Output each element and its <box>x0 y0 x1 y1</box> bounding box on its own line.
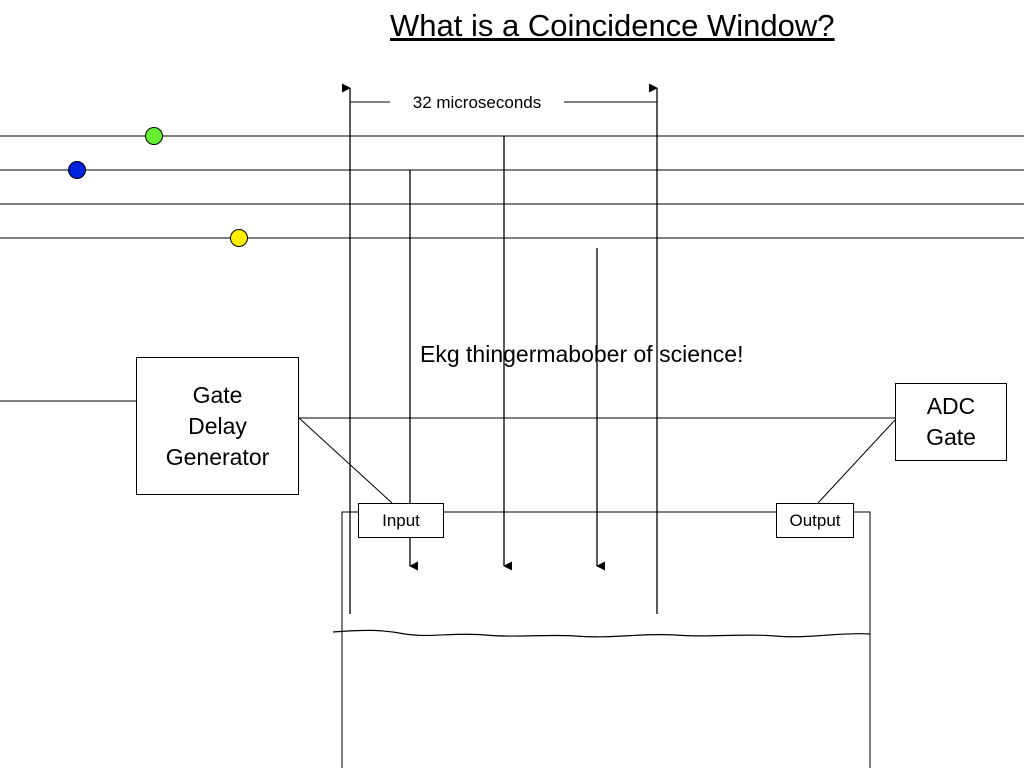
window-duration-label: 32 microseconds <box>390 93 564 113</box>
input-port-label: Input <box>382 510 420 530</box>
adc-gate-box: ADC Gate <box>895 383 1007 461</box>
adc-gate-label: ADC Gate <box>926 393 976 450</box>
gate-delay-generator-label: Gate Delay Generator <box>165 381 270 470</box>
adc-to-output-line <box>817 419 896 504</box>
signal-wave <box>332 629 871 638</box>
input-port-box: Input <box>358 503 444 538</box>
blue-marker <box>68 161 86 179</box>
yellow-marker <box>230 229 248 247</box>
gdg-to-input-line <box>298 417 393 504</box>
caption-text: Ekg thingermabober of science! <box>420 341 744 367</box>
gate-delay-generator-box: Gate Delay Generator <box>136 357 299 495</box>
output-port-box: Output <box>776 503 854 538</box>
output-port-label: Output <box>789 510 841 530</box>
processing-box <box>341 511 871 768</box>
slide-title: What is a Coincidence Window? <box>390 8 835 43</box>
green-marker <box>145 127 163 145</box>
